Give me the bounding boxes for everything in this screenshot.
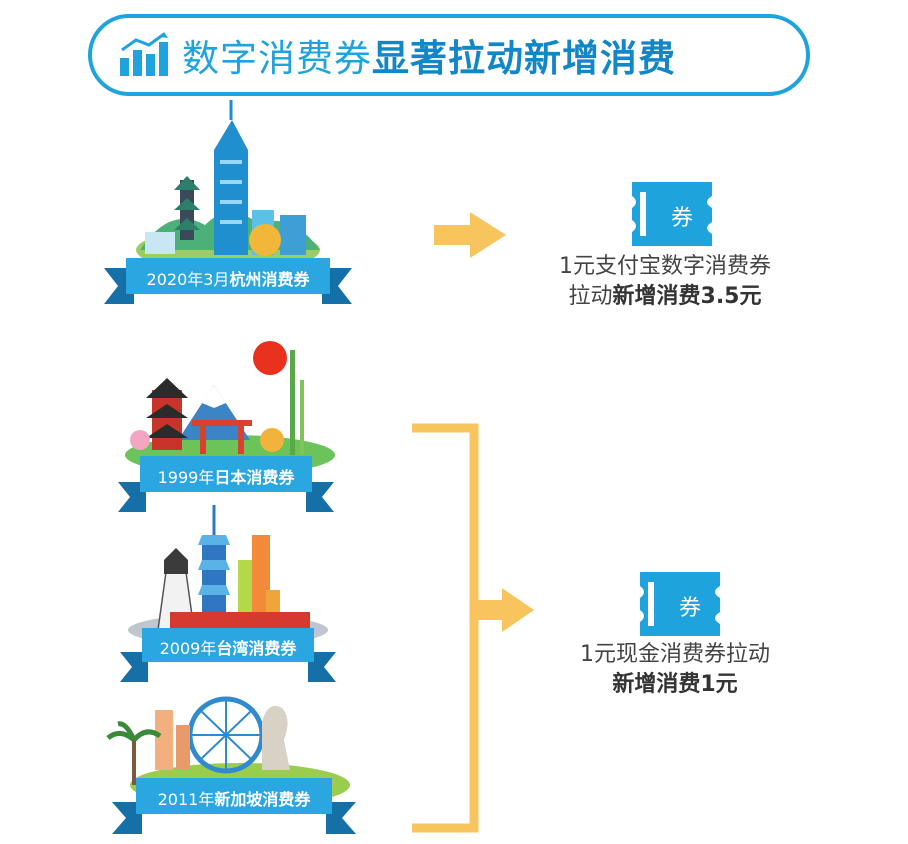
coupon-label-japan: 1999年日本消费券	[140, 464, 312, 488]
result-highlight: 新增消费1元	[612, 672, 738, 697]
coupon-label-singapore: 2011年新加坡消费券	[136, 786, 332, 810]
coupon-name: 台湾消费券	[216, 639, 297, 658]
ticket-glyph: 券	[670, 206, 693, 231]
result-line: 1元现金消费券拉动	[580, 642, 770, 667]
bar-chart-icon	[120, 32, 168, 76]
ribbon-hangzhou	[104, 258, 352, 304]
coupon-year: 2020年3月	[146, 270, 230, 289]
result-highlight: 新增消费3.5元	[612, 284, 762, 309]
page-title: 数字消费券显著拉动新增消费	[182, 28, 676, 82]
ticket-glyph: 券	[678, 596, 701, 621]
title-bold: 显著拉动新增消费	[372, 37, 676, 80]
ribbon-japan	[118, 456, 334, 512]
result-prefix: 拉动	[568, 284, 613, 309]
coupon-year: 2009年	[159, 639, 217, 658]
coupon-name: 新加坡消费券	[214, 790, 311, 809]
result-cash: 1元现金消费券拉动 新增消费1元	[535, 640, 815, 700]
coupon-label-taiwan: 2009年台湾消费券	[142, 635, 314, 659]
taiwan-illustration	[128, 505, 328, 646]
coupon-label-hangzhou: 2020年3月杭州消费券	[126, 266, 330, 290]
ticket-icon	[640, 572, 720, 636]
coupon-name: 日本消费券	[214, 468, 295, 487]
coupon-name: 杭州消费券	[229, 270, 310, 289]
title-banner: 数字消费券显著拉动新增消费	[88, 14, 810, 96]
result-alipay: 1元支付宝数字消费券 拉动新增消费3.5元	[520, 252, 810, 312]
hangzhou-illustration	[136, 100, 320, 272]
result-line: 拉动新增消费3.5元	[520, 282, 810, 312]
ticket-icon	[632, 182, 712, 246]
arrow-right-icon	[434, 212, 506, 258]
result-line: 1元支付宝数字消费券	[559, 254, 771, 279]
ribbon-singapore	[112, 778, 356, 834]
result-line: 新增消费1元	[535, 670, 815, 700]
ribbon-taiwan	[120, 628, 336, 682]
bracket-arrow-icon	[412, 423, 534, 833]
coupon-year: 1999年	[157, 468, 215, 487]
coupon-year: 2011年	[157, 790, 215, 809]
title-light: 数字消费券	[182, 37, 372, 80]
japan-illustration	[125, 341, 335, 475]
